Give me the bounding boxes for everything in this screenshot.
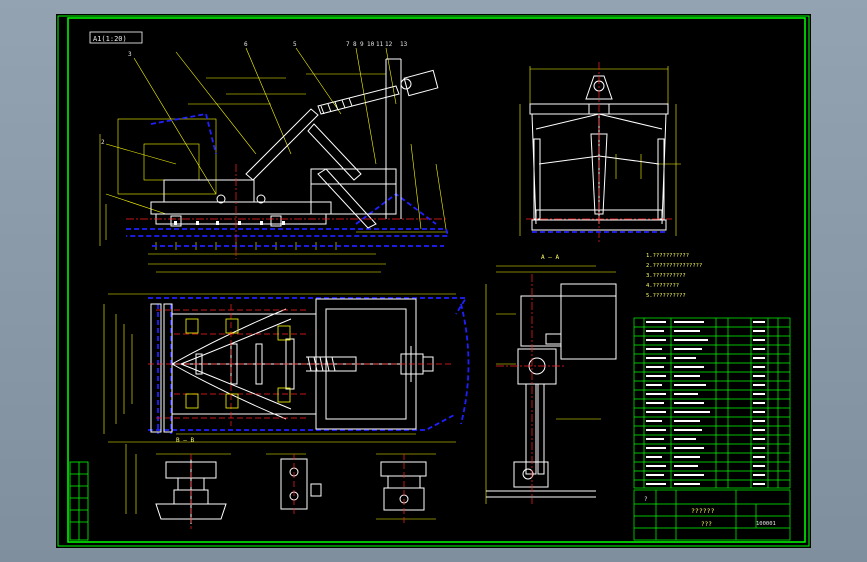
note-3: 3.??????????	[646, 273, 686, 279]
view-tag-text: A1(1:20)	[93, 35, 127, 43]
drawing-canvas: A1(1:20)	[57, 15, 810, 547]
balloon-5: 5	[293, 41, 297, 48]
title-block-drawing-no: 100001	[756, 521, 776, 527]
section-bb-details: B — B	[125, 437, 436, 529]
view-tag: A1(1:20)	[89, 31, 143, 44]
balloon-3: 3	[128, 51, 132, 58]
section-aa-label: A — A	[541, 254, 559, 261]
note-5: 5.??????????	[646, 293, 686, 299]
plan-view	[103, 293, 470, 443]
balloon-6: 6	[244, 41, 248, 48]
balloon-2: 2	[101, 139, 105, 146]
parts-list-entries	[646, 321, 765, 485]
drawing-sheet: A1(1:20)	[56, 14, 811, 548]
left-revision-strip	[69, 461, 89, 541]
hydraulic-cylinder	[317, 69, 439, 115]
part-balloons: 3 2 6 5 7 8 9 10 11 12 13	[101, 41, 408, 146]
balloon-10: 10	[367, 41, 375, 48]
section-bb-label: B — B	[176, 437, 194, 444]
parts-list-table	[633, 317, 791, 489]
balloon-7: 7	[346, 41, 350, 48]
balloon-12: 12	[385, 41, 393, 48]
outer-border	[57, 15, 810, 547]
front-elevation-view	[99, 47, 450, 273]
balloon-13: 13	[400, 41, 408, 48]
section-aa-view: A — A	[485, 254, 617, 504]
side-elevation-view	[519, 62, 681, 242]
title-block-mark: ?	[644, 496, 648, 503]
note-1: 1.???????????	[646, 253, 689, 259]
inner-border	[67, 17, 806, 543]
balloon-9: 9	[360, 41, 364, 48]
title-block-company: ???	[701, 521, 712, 528]
note-4: 4.????????	[646, 283, 679, 289]
balloon-11: 11	[376, 41, 384, 48]
title-block-name: ??????	[691, 507, 715, 515]
balloon-8: 8	[353, 41, 357, 48]
technical-notes: 1.??????????? 2.??????????????? 3.??????…	[646, 253, 702, 299]
note-2: 2.???????????????	[646, 263, 702, 269]
title-block	[633, 489, 791, 541]
